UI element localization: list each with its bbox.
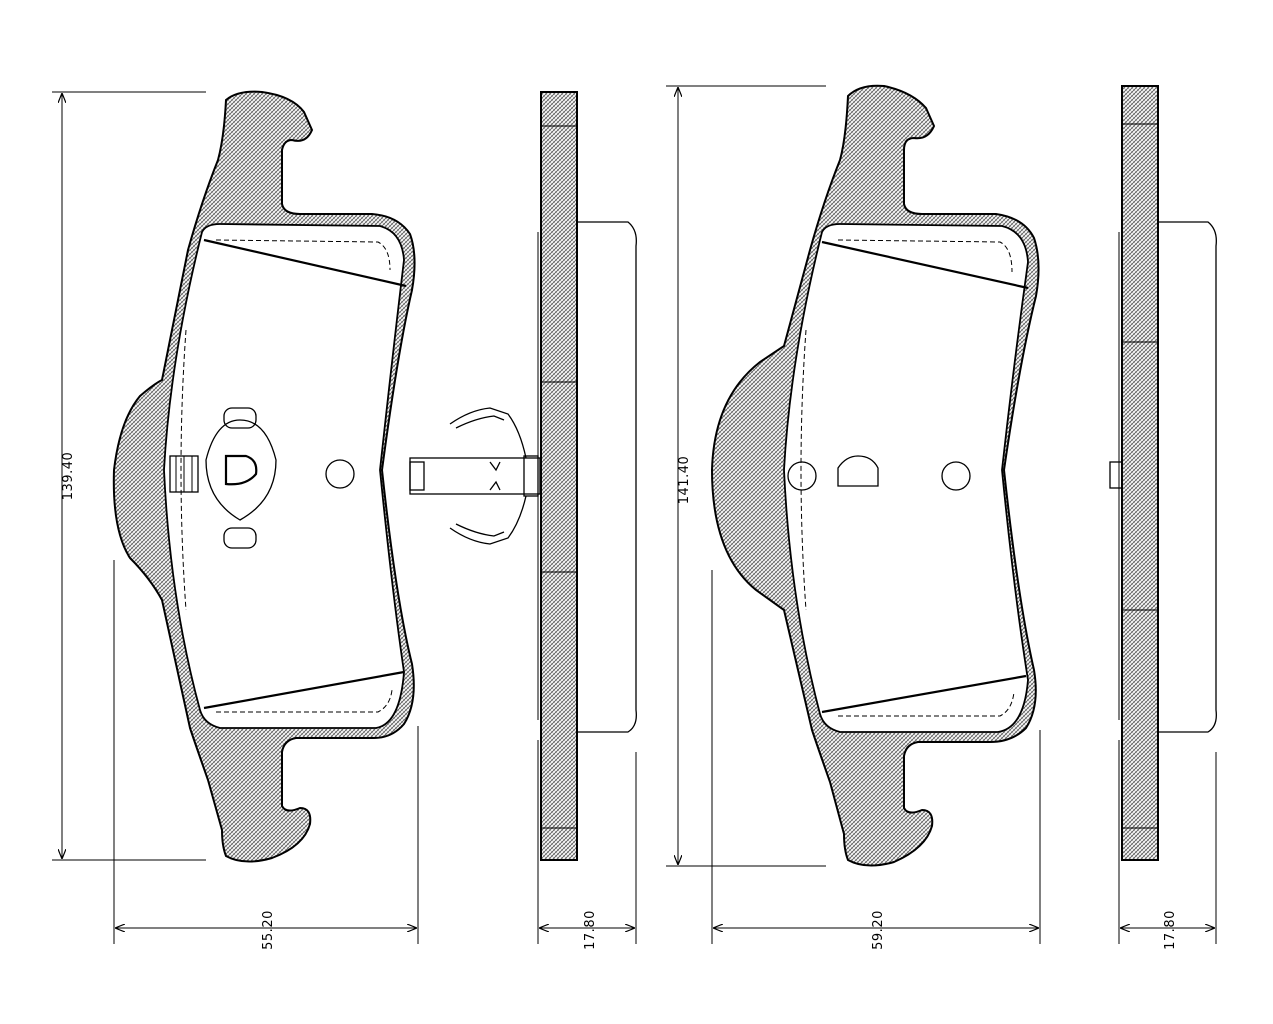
pad-right-front-view	[710, 84, 1040, 867]
pad-right-center-notch	[837, 455, 879, 487]
pad-left-wear-clip	[169, 407, 277, 549]
pad-left-height-label: 139.40	[61, 452, 76, 501]
pad-right-friction-surface	[783, 223, 1029, 733]
pad-left-spring-clip	[409, 407, 541, 545]
pad-left-hole	[325, 459, 355, 489]
pad-right-side-view	[1109, 85, 1217, 861]
pad-right-width-label: 59.20	[871, 910, 886, 950]
pad-right-height-label: 141.40	[677, 456, 692, 505]
pad-left-side-view	[409, 91, 637, 861]
pad-right-thickness-label: 17.80	[1163, 910, 1178, 950]
pad-left-friction-surface	[163, 223, 405, 729]
pad-left-width-label: 55.20	[261, 910, 276, 950]
pad-right-hole-right	[941, 461, 971, 491]
pad-right-dimensions	[666, 85, 1217, 944]
pad-left-front-view	[112, 90, 416, 863]
pad-left-thickness-label: 17.80	[583, 910, 598, 950]
pad-right-hole-left	[787, 461, 817, 491]
pad-left-dimensions	[52, 91, 637, 944]
